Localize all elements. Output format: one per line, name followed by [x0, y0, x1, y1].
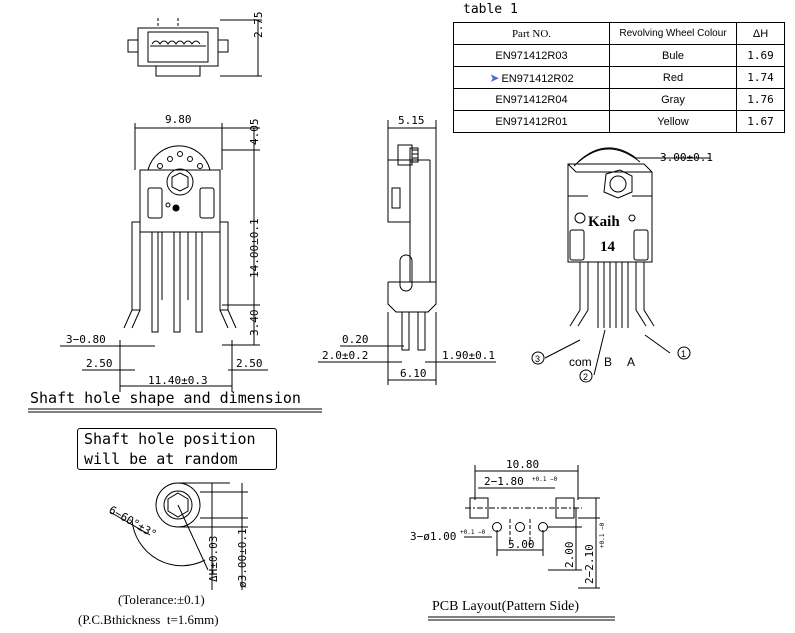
dim-front-width: 9.80: [165, 113, 192, 126]
pin-b-label: B: [604, 355, 612, 369]
brand-label: Kaih: [588, 214, 620, 230]
dim-persp-top: 3.00±0.1: [660, 151, 713, 164]
row-part: EN971412R01: [453, 110, 610, 133]
dim-pcb-width: 10.80: [506, 458, 539, 471]
table-header-row: Part NO. Revolving Wheel Colour ΔH: [453, 22, 785, 45]
pin2-marker: [579, 369, 593, 383]
perspective-view: [544, 147, 710, 376]
dim-pcb-slots: 2−1.80: [484, 475, 524, 488]
dim-front-pin: 3.40: [248, 310, 261, 337]
dim-pcb-h2-tol: +0.1 −0: [599, 522, 606, 548]
row-dh: 1.67: [736, 110, 785, 133]
dim-right-margin: 2.50: [236, 357, 263, 370]
table-row: EN971412R01 Yellow 1.67: [453, 110, 785, 133]
pcb-layout-title: PCB Layout(Pattern Side): [432, 599, 579, 614]
dim-side-pin: 2.0±0.2: [322, 349, 368, 362]
row-dh: 1.76: [736, 88, 785, 111]
note-line-2: will be at random: [84, 450, 238, 468]
tolerance-note: (Tolerance:±0.1): [118, 592, 205, 607]
dim-side-thin: 0.20: [342, 333, 369, 346]
pin1-marker: [677, 346, 691, 360]
dim-top-height: 2.75: [252, 12, 265, 39]
dim-front-top: 4.05: [248, 119, 261, 146]
dim-side-base: 6.10: [400, 367, 427, 380]
row-part: EN971412R03: [453, 44, 610, 67]
dim-front-body: 14.00±0.1: [248, 218, 261, 278]
row-colour: Yellow: [609, 110, 737, 133]
pin-com-label: com: [569, 355, 592, 369]
header-delta-h: ΔH: [736, 22, 785, 45]
dim-shaft-dh: ΔH±0.03: [207, 536, 220, 582]
front-view: [60, 123, 268, 392]
pcb-layout: [464, 465, 600, 589]
dim-pcb-pitch: 5.00: [508, 538, 535, 551]
pin-a-label: A: [627, 355, 635, 369]
dim-pcb-holes: 3−ø1.00: [410, 530, 456, 543]
dim-shaft-dia: ø3.00±0.1: [236, 528, 249, 588]
shaft-detail: [109, 482, 248, 590]
random-position-note: Shaft hole position will be at random: [77, 428, 277, 470]
dim-side-top: 5.15: [398, 114, 425, 127]
pcb-thickness-note: (P.C.Bthickness t=1.6mm): [78, 612, 219, 627]
table-row: EN971412R04 Gray 1.76: [453, 88, 785, 111]
top-view: [127, 18, 262, 77]
dim-shaft-angle: 6−60°±3°: [107, 503, 159, 541]
pin1-number: 1: [681, 349, 686, 359]
table-caption: table 1: [463, 2, 518, 17]
dim-pcb-h1: 2.00: [563, 542, 576, 569]
pin2-number: 2: [583, 372, 588, 382]
dim-pcb-h2: 2−2.10: [583, 544, 596, 584]
pin3-marker: [531, 351, 545, 365]
note-line-1: Shaft hole position: [84, 430, 256, 448]
arrow-marker-icon: ➤: [489, 70, 500, 85]
parts-table: Part NO. Revolving Wheel Colour ΔH EN971…: [453, 22, 785, 133]
model-number: 14: [600, 239, 616, 255]
dim-pin-width: 3−0.80: [66, 333, 106, 346]
dim-side-right: 1.90±0.1: [442, 349, 495, 362]
dim-pcb-slots-tol: +0.1 −0: [532, 476, 558, 483]
pin3-number: 3: [535, 354, 540, 364]
row-part: EN971412R02: [501, 72, 574, 85]
shaft-shape-title: Shaft hole shape and dimension: [30, 389, 301, 407]
dim-pcb-holes-tol: +0.1 −0: [460, 529, 486, 536]
dim-total-width: 11.40±0.3: [148, 374, 208, 387]
row-colour: Bule: [609, 44, 737, 67]
side-view: [318, 120, 496, 385]
row-colour: Red: [609, 66, 737, 89]
dim-left-margin: 2.50: [86, 357, 113, 370]
